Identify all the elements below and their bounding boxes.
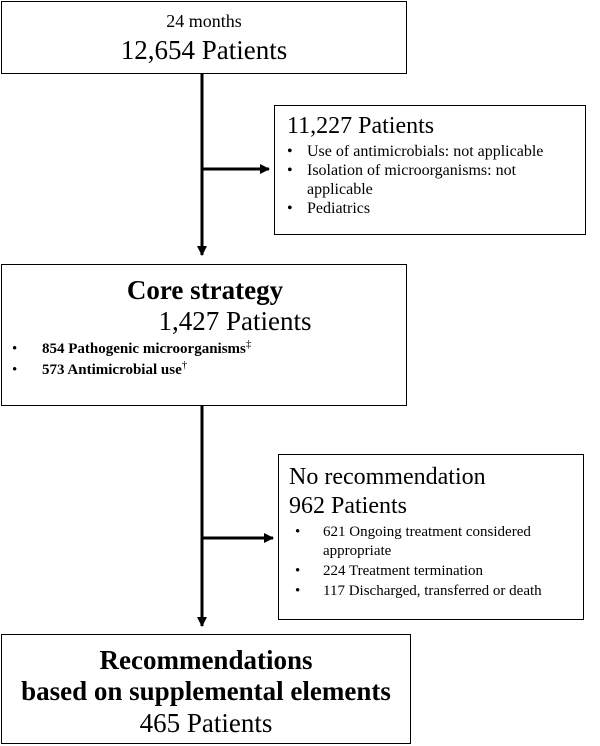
box-no-recommendation: No recommendation 962 Patients • 621 Ong… (278, 454, 584, 620)
no-recommendation-title: No recommendation (289, 464, 486, 490)
list-item: • Use of antimicrobials: not applicable (287, 142, 577, 161)
list-item: • Isolation of microorganisms: not appli… (287, 161, 577, 199)
core-strategy-title: Core strategy (126, 275, 284, 305)
list-item: • 573 Antimicrobial use† (12, 360, 398, 381)
footnote-mark: † (181, 359, 188, 371)
excluded-criteria-list: • Use of antimicrobials: not applicable … (287, 142, 577, 218)
list-item: • Pediatrics (287, 199, 577, 218)
box-core-strategy: Core strategy 1,427 Patients • 854 Patho… (1, 264, 407, 406)
list-item: • 117 Discharged, transferred or death (289, 582, 577, 601)
list-item-text: 621 Ongoing treatment considered appropr… (323, 524, 531, 559)
list-item-text: 573 Antimicrobial use (42, 362, 182, 378)
bullet-icon: • (287, 143, 293, 160)
list-item: • 854 Pathogenic microorganisms‡ (12, 339, 398, 360)
recommendations-count: 465 Patients (139, 708, 273, 738)
bullet-icon: • (287, 200, 293, 217)
core-strategy-list: • 854 Pathogenic microorganisms‡ • 573 A… (12, 339, 398, 381)
core-strategy-count: 1,427 Patients (158, 306, 312, 336)
bullet-icon: • (287, 162, 293, 179)
excluded-patients-count: 11,227 Patients (287, 113, 435, 139)
box-recommendations: Recommendations based on supplemental el… (1, 634, 411, 744)
box-excluded-patients: 11,227 Patients • Use of antimicrobials:… (274, 105, 586, 235)
bullet-icon: • (295, 563, 301, 579)
list-item-text: 854 Pathogenic microorganisms (42, 341, 246, 357)
period-label: 24 months (166, 11, 242, 31)
list-item-text: Pediatrics (307, 200, 371, 217)
no-recommendation-count: 962 Patients (289, 493, 407, 519)
list-item-text: Use of antimicrobials: not applicable (307, 143, 544, 160)
list-item: • 621 Ongoing treatment considered appro… (289, 523, 577, 561)
bullet-icon: • (12, 362, 18, 378)
bullet-icon: • (12, 341, 18, 357)
list-item: • 224 Treatment termination (289, 562, 577, 581)
bullet-icon: • (295, 524, 301, 540)
total-patients-count: 12,654 Patients (120, 35, 288, 65)
list-item-text: 224 Treatment termination (323, 563, 483, 579)
footnote-mark: ‡ (245, 338, 252, 350)
no-recommendation-list: • 621 Ongoing treatment considered appro… (289, 523, 577, 601)
box-total-patients: 24 months 12,654 Patients (1, 1, 407, 74)
list-item-text: Isolation of microorganisms: not applica… (307, 162, 517, 198)
recommendations-title: Recommendations (99, 645, 313, 675)
recommendations-subtitle: based on supplemental elements (21, 676, 391, 706)
list-item-text: 117 Discharged, transferred or death (323, 583, 542, 599)
bullet-icon: • (295, 583, 301, 599)
